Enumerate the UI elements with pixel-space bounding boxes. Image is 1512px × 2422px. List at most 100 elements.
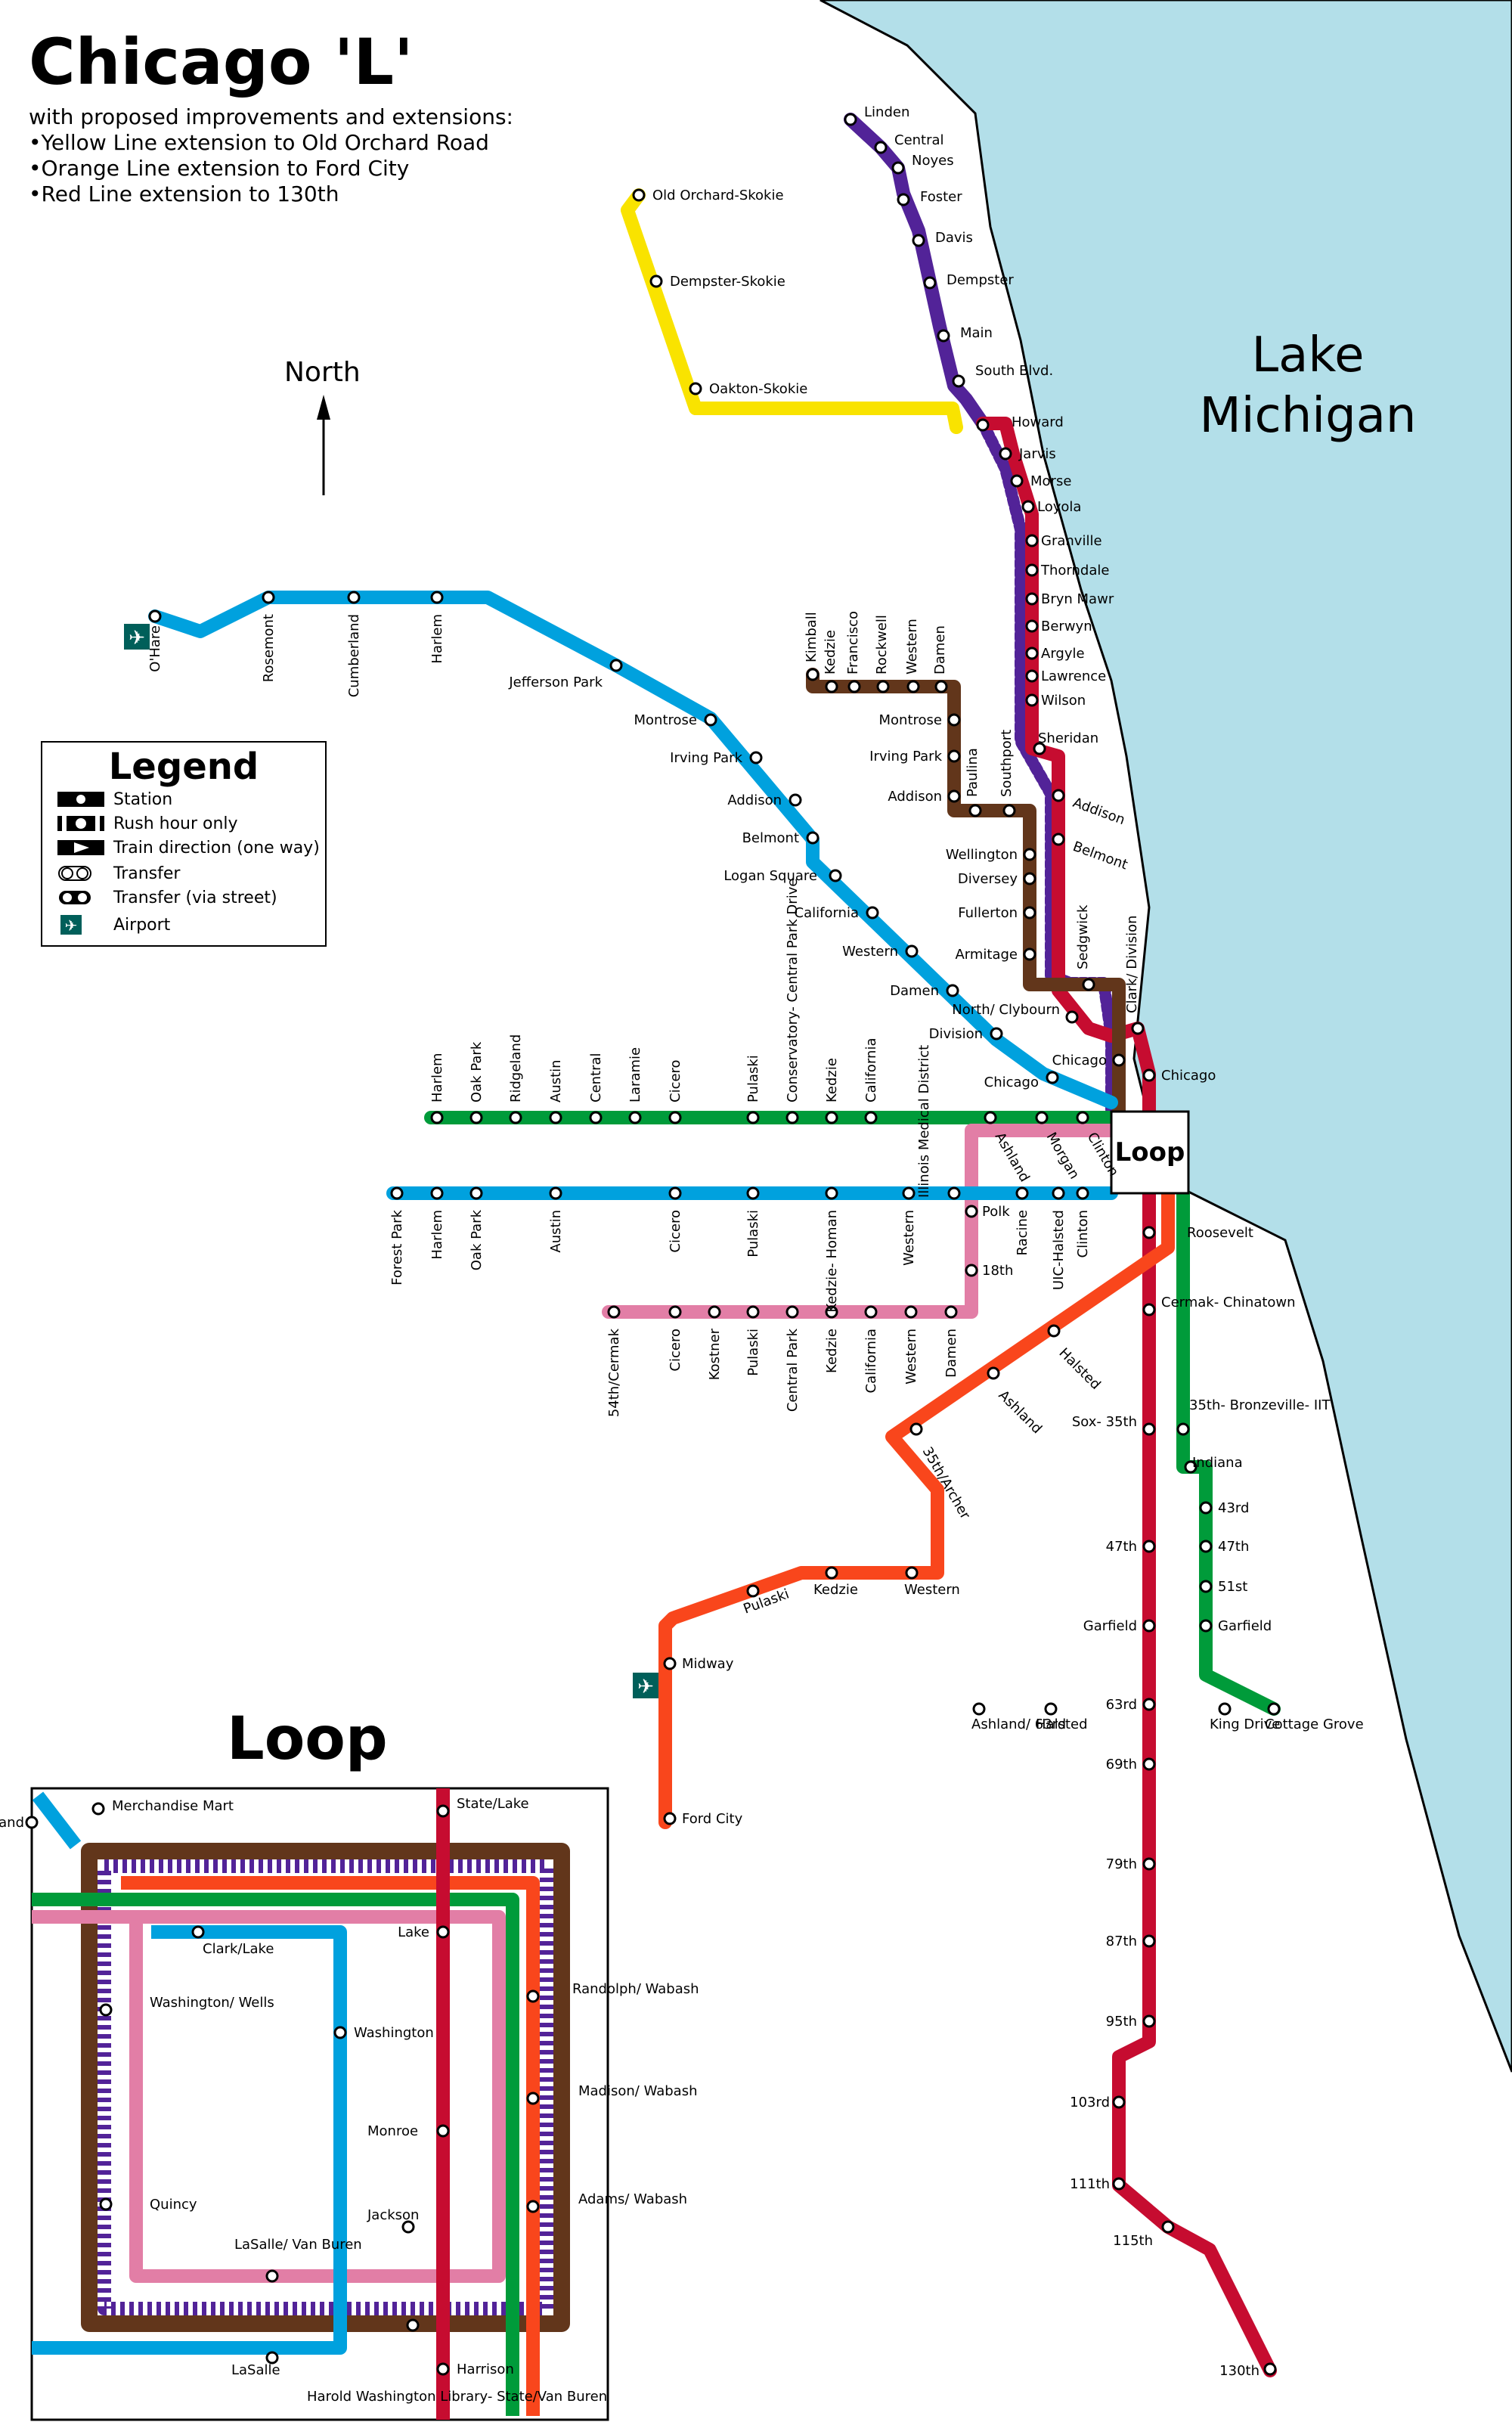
station-dot: [632, 188, 646, 202]
station-label: Montrose: [634, 712, 697, 728]
station-dot: [946, 984, 959, 997]
station-label: Indiana: [1192, 1455, 1243, 1471]
station-label: Kedzie: [813, 1582, 858, 1598]
station-label: Kimball: [804, 612, 820, 662]
station-dot: [937, 329, 950, 343]
station-label: Ashland: [995, 1388, 1045, 1437]
yellow-line: [621, 188, 963, 434]
inset-station-dot: [436, 1804, 450, 1818]
legend-item: Transfer: [57, 862, 180, 885]
station-label: Old Orchard-Skokie: [652, 188, 784, 203]
station-dot: [1112, 2095, 1126, 2109]
station-label: Oakton-Skokie: [709, 381, 807, 397]
legend-item: Train direction (one way): [57, 836, 320, 859]
station-label: Sox- 35th: [1072, 1414, 1137, 1430]
orange-line: [658, 1186, 1175, 1829]
inset-blue-diag: [32, 1791, 82, 1850]
station-dot: [965, 1205, 978, 1218]
station-label: King Drive: [1210, 1716, 1280, 1732]
station-label: Logan Square: [723, 868, 817, 884]
station-label: 130th: [1219, 2363, 1259, 2379]
station-dot: [904, 1305, 918, 1319]
station-label: Cicero: [668, 1059, 683, 1102]
station-label: 103rd: [1070, 2095, 1110, 2110]
station-dot: [1044, 1702, 1058, 1716]
station-label: Western: [901, 1210, 917, 1266]
station-label: Belmont: [1070, 839, 1129, 873]
station-label: Cicero: [668, 1210, 683, 1253]
station-label: Forest Park: [389, 1209, 405, 1285]
station-label: O'Hare: [147, 625, 163, 672]
station-label: California: [863, 1329, 879, 1393]
inset-station-dot: [333, 2026, 347, 2039]
svg-text:✈: ✈: [65, 916, 78, 935]
inset-station-label: Merchandise Mart: [112, 1798, 234, 1814]
station-dot: [469, 1186, 483, 1200]
station-dot: [430, 1111, 444, 1124]
station-dot: [934, 680, 948, 693]
station-dot: [806, 831, 820, 845]
station-label: Addison: [727, 792, 782, 808]
red-line-south: [1112, 1180, 1277, 2377]
station-label: Morse: [1030, 473, 1071, 489]
station-dot: [829, 869, 842, 882]
inset-station-label: Quincy: [150, 2197, 197, 2213]
station-dot: [1199, 1540, 1213, 1553]
station-dot: [1010, 474, 1024, 488]
station-dot: [825, 1566, 838, 1580]
station-dot: [1142, 1757, 1156, 1771]
station-dot: [390, 1186, 404, 1200]
station-label: Dempster: [947, 272, 1014, 288]
station-dot: [1025, 592, 1039, 606]
station-dot: [589, 1111, 603, 1124]
legend-item-label: Transfer (via street): [113, 888, 277, 907]
inset-station-label: Randolph/ Wabash: [572, 1981, 699, 1997]
inset-blue: [32, 1925, 347, 2355]
station-label: Harlem: [429, 1053, 445, 1102]
inset-station-dot: [436, 2124, 450, 2138]
subtitle-line: •Orange Line extension to Ford City: [29, 156, 410, 181]
station-label: Bryn Mawr: [1041, 591, 1114, 607]
inset-station-label: Harrison: [457, 2362, 514, 2377]
legend-item-label: Airport: [113, 915, 171, 935]
station-dot: [806, 668, 820, 681]
station-dot: [785, 1111, 799, 1124]
station-label: Damen: [932, 625, 948, 675]
station-label: Howard: [1012, 414, 1064, 430]
map-header: Chicago 'L' with proposed improvements a…: [29, 30, 513, 207]
station-dot: [874, 141, 888, 154]
legend-item: Station: [57, 788, 172, 811]
inset-green: [32, 1893, 519, 2416]
station-dot: [1142, 1619, 1156, 1633]
station-label: 63rd: [1106, 1697, 1137, 1713]
inset-station-dot: [526, 1989, 540, 2003]
purple-express: [977, 417, 1117, 1118]
station-label: Western: [903, 1329, 919, 1385]
station-dot: [905, 944, 919, 958]
station-dot: [1076, 1186, 1089, 1200]
station-dot: [965, 1264, 978, 1277]
station-dot: [1025, 647, 1039, 660]
inset-station-label: Jackson: [367, 2207, 419, 2223]
station-label: Kedzie: [824, 1329, 840, 1373]
inset-station-label: Adams/ Wabash: [578, 2191, 687, 2207]
legend-item: Transfer (via street): [57, 886, 277, 909]
station-dot: [509, 1111, 522, 1124]
station-label: Dempster-Skokie: [670, 274, 785, 290]
inset-pink: [32, 1910, 506, 2283]
inset-dots: [25, 1802, 540, 2376]
inset-station-dot: [401, 2220, 415, 2234]
station-dot: [825, 1305, 838, 1319]
station-dot: [1021, 500, 1035, 513]
station-label: Chicago: [984, 1075, 1039, 1090]
station-label: Harlem: [429, 1210, 445, 1260]
station-label: Addison: [1070, 795, 1127, 828]
station-label: Armitage: [955, 947, 1018, 963]
red-line-north: [976, 417, 1156, 1118]
loop-box: [1110, 1110, 1190, 1195]
station-dot: [749, 751, 763, 764]
inset-station-dot: [265, 2269, 279, 2283]
lake-label-line: Michigan: [1199, 388, 1417, 444]
station-dot: [689, 382, 702, 395]
station-label: Montrose: [879, 712, 942, 728]
